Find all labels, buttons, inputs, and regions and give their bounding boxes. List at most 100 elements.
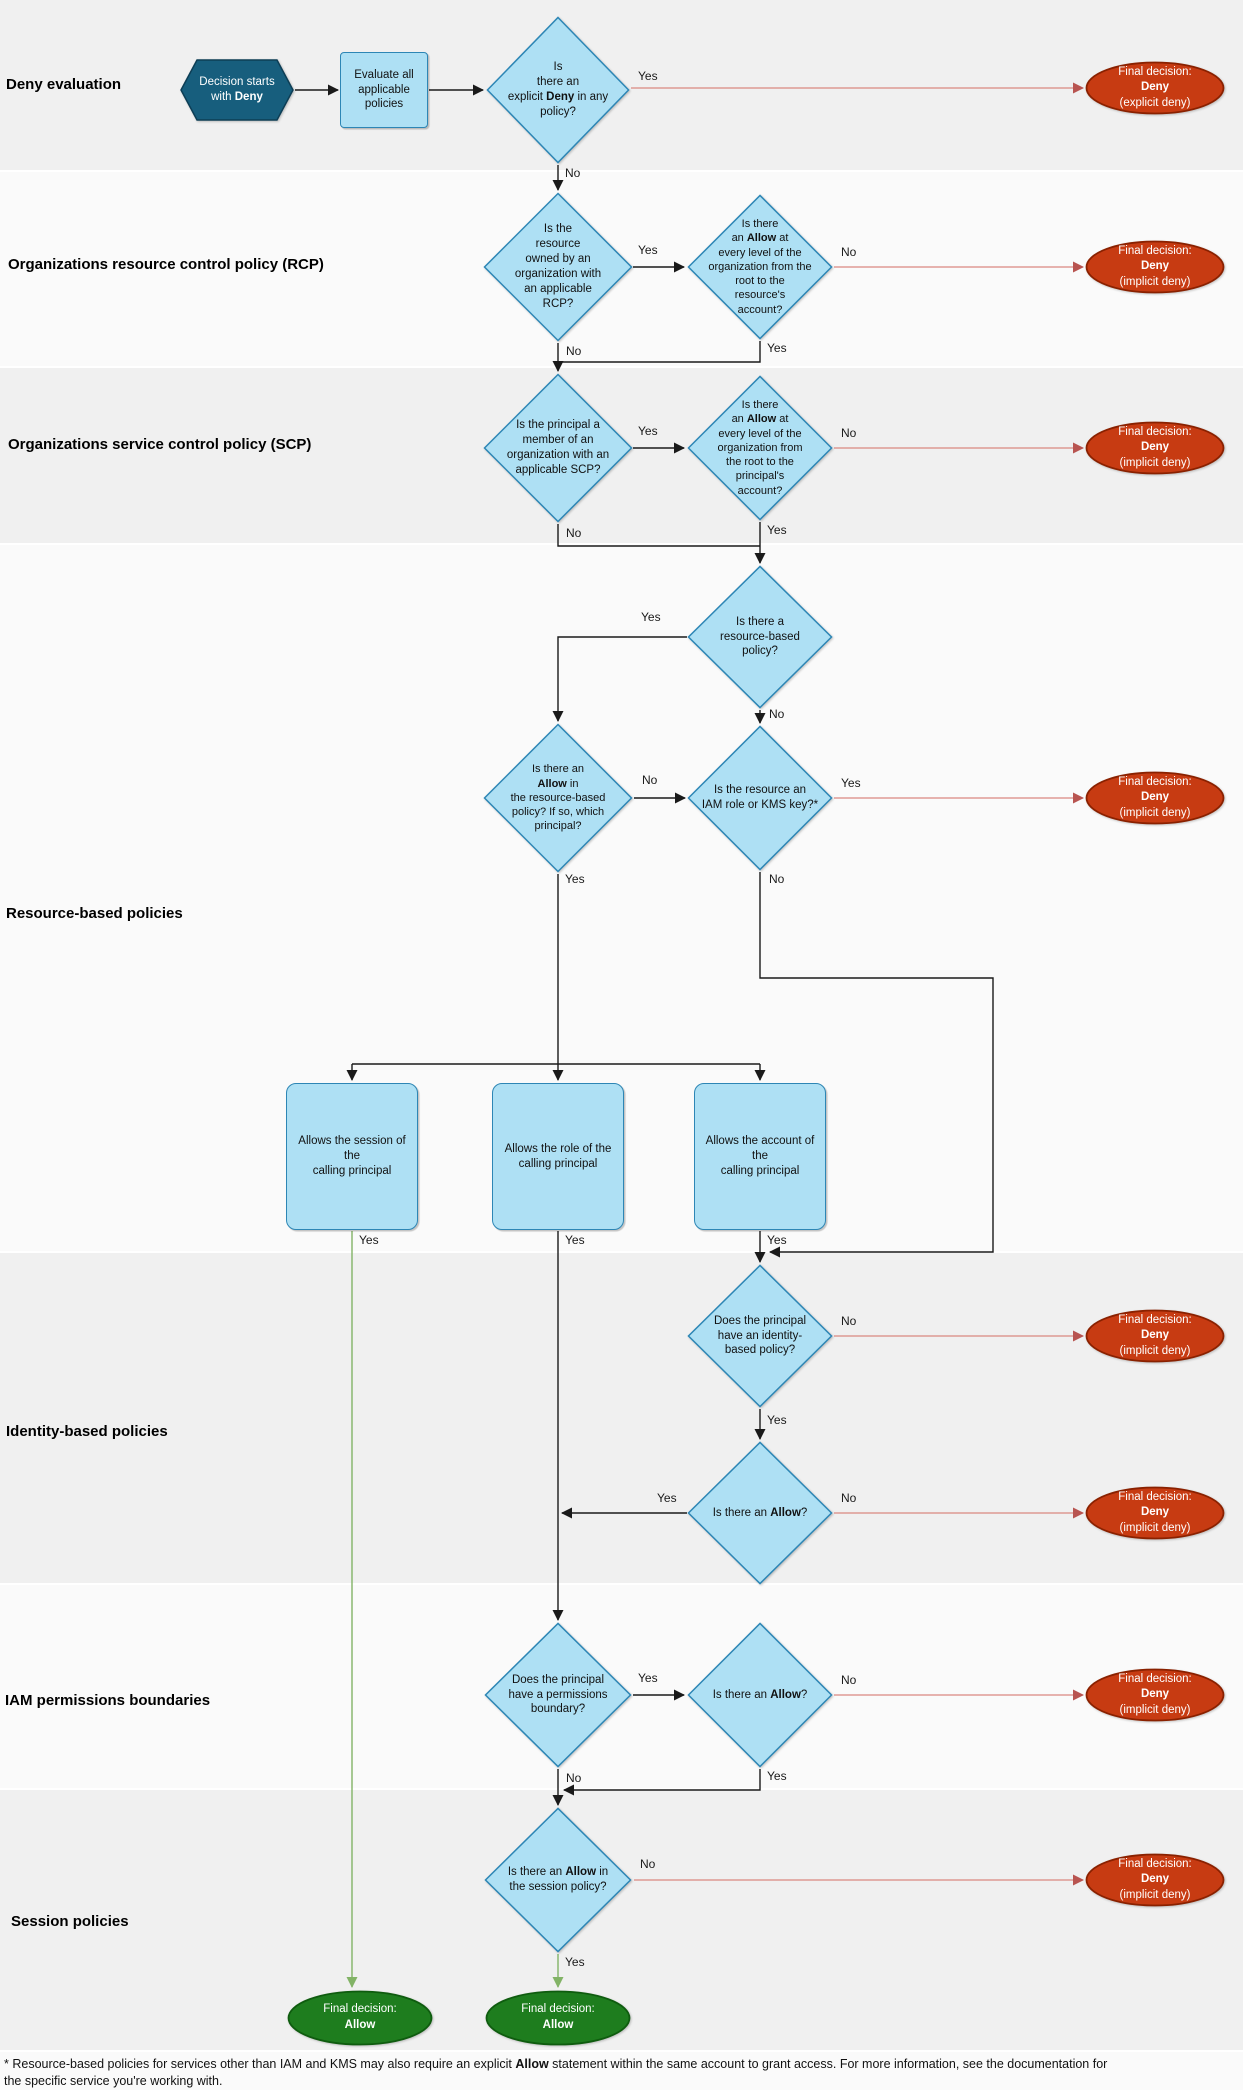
identity-allow-text: Is there an Allow? [712, 1506, 808, 1519]
edge-label-yes: Yes [638, 69, 658, 83]
ellipse-shape [1085, 1309, 1225, 1363]
ellipse-shape [1085, 1486, 1225, 1540]
diamond-shape [687, 375, 833, 521]
edge-label-no: No [566, 1771, 582, 1785]
hexagon-shape [180, 59, 294, 121]
edge-label-no: No [841, 1314, 857, 1328]
edge-label-yes: Yes [638, 243, 658, 257]
permissions-boundary-text: Does the principal have a permissions bo… [508, 1673, 608, 1716]
edge-label-yes: Yes [359, 1233, 379, 1247]
identity-policy-decision: Does the principal have an identity- bas… [687, 1264, 833, 1408]
diamond-shape [484, 1622, 632, 1768]
allows-session-box: Allows the session of the calling princi… [286, 1083, 418, 1230]
final-deny-implicit-oval-session: Final decision:Deny(implicit deny) [1085, 1853, 1225, 1907]
edge-label-no: No [640, 1857, 656, 1871]
edge-label-yes: Yes [638, 1671, 658, 1685]
edge-label-yes: Yes [565, 1955, 585, 1969]
boundary-allow-text: Is there an Allow? [712, 1688, 808, 1701]
section-label-deny-evaluation: Deny evaluation [6, 76, 122, 93]
rcp-applicable-text: Is the resource owned by an organization… [514, 223, 602, 310]
final-allow-oval-left: Final decision:Allow [287, 1990, 433, 2046]
edge-label-no: No [841, 1673, 857, 1687]
final-deny-implicit-text: Final decision:Deny(implicit deny) [1118, 1313, 1192, 1357]
permissions-boundary-decision: Does the principal have a permissions bo… [484, 1622, 632, 1768]
final-deny-implicit-oval-rbp: Final decision:Deny(implicit deny) [1085, 771, 1225, 825]
allows-account-box: Allows the account of the calling princi… [694, 1083, 826, 1230]
rcp-allow-decision: Is there an Allow at every level of the … [687, 194, 833, 340]
iam-kms-text: Is the resource an IAM role or KMS key?* [701, 784, 819, 811]
session-allow-text: Is there an Allow in the session policy? [507, 1866, 609, 1893]
diamond-shape [687, 1622, 833, 1768]
diamond-shape [687, 1441, 833, 1585]
final-deny-implicit-oval-idp: Final decision:Deny(implicit deny) [1085, 1309, 1225, 1363]
diamond-shape [687, 194, 833, 340]
final-deny-implicit-text: Final decision:Deny(implicit deny) [1118, 1857, 1192, 1901]
edge-label-yes: Yes [767, 1233, 787, 1247]
edge-label-yes: Yes [841, 776, 861, 790]
final-deny-implicit-oval-scp: Final decision:Deny(implicit deny) [1085, 421, 1225, 475]
final-deny-implicit-oval-rcp: Final decision:Deny(implicit deny) [1085, 240, 1225, 294]
allows-role-box: Allows the role of the calling principal [492, 1083, 624, 1230]
edge-label-no: No [841, 1491, 857, 1505]
final-deny-implicit-oval-idp-allow: Final decision:Deny(implicit deny) [1085, 1486, 1225, 1540]
edge-label-yes: Yes [767, 1413, 787, 1427]
diamond-shape [484, 1807, 632, 1953]
final-deny-implicit-text: Final decision:Deny(implicit deny) [1118, 244, 1192, 288]
resource-based-policy-text: Is there a resource-based policy? [720, 615, 800, 658]
identity-policy-text: Does the principal have an identity- bas… [713, 1314, 807, 1357]
final-deny-implicit-text: Final decision:Deny(implicit deny) [1118, 1490, 1192, 1534]
ellipse-shape [1085, 771, 1225, 825]
section-label-rcp: Organizations resource control policy (R… [8, 256, 324, 273]
edge-label-no: No [841, 426, 857, 440]
session-allow-decision: Is there an Allow in the session policy? [484, 1807, 632, 1953]
edge-label-yes: Yes [641, 610, 661, 624]
section-label-session-policies: Session policies [11, 1913, 129, 1930]
explicit-deny-decision: Is there an explicit Deny in any policy? [486, 16, 630, 164]
edge-label-yes: Yes [657, 1491, 677, 1505]
final-deny-implicit-oval-pb: Final decision:Deny(implicit deny) [1085, 1668, 1225, 1722]
identity-allow-decision: Is there an Allow? [687, 1441, 833, 1585]
diamond-shape [483, 723, 633, 873]
section-label-resource-based: Resource-based policies [6, 905, 183, 922]
evaluate-policies-node: Evaluate all applicable policies [340, 52, 428, 128]
edge-label-no: No [841, 245, 857, 259]
diamond-shape [687, 1264, 833, 1408]
section-label-scp: Organizations service control policy (SC… [8, 436, 312, 453]
section-label-permissions-boundaries: IAM permissions boundaries [5, 1692, 211, 1709]
footnote: * Resource-based policies for services o… [4, 2057, 1108, 2088]
edge-label-no: No [769, 707, 785, 721]
ellipse-shape [1085, 421, 1225, 475]
allows-session-text: Allows the session of the calling princi… [298, 1135, 406, 1177]
edge-label-no: No [565, 166, 581, 180]
edge-label-no: No [769, 872, 785, 886]
scp-allow-decision: Is there an Allow at every level of the … [687, 375, 833, 521]
diamond-shape [483, 192, 633, 342]
edge-label-no: No [566, 526, 582, 540]
final-deny-explicit-oval: Final decision:Deny(explicit deny) [1085, 61, 1225, 115]
edge-label-no: No [566, 344, 582, 358]
ellipse-shape [287, 1990, 433, 2046]
edge-label-yes: Yes [565, 872, 585, 886]
final-deny-explicit-text: Final decision:Deny(explicit deny) [1118, 65, 1192, 109]
diamond-shape [483, 373, 633, 523]
edge-label-yes: Yes [767, 341, 787, 355]
edge-label-yes: Yes [767, 523, 787, 537]
rcp-allow-text: Is there an Allow at every level of the … [708, 217, 812, 316]
ellipse-shape [1085, 61, 1225, 115]
diamond-shape [687, 565, 833, 709]
start-node: Decision starts with Deny [180, 59, 294, 121]
scp-applicable-text: Is the principal a member of an organiza… [506, 419, 610, 476]
ellipse-shape [1085, 1853, 1225, 1907]
ellipse-shape [485, 1990, 631, 2046]
final-deny-implicit-text: Final decision:Deny(implicit deny) [1118, 425, 1192, 469]
ellipse-shape [1085, 240, 1225, 294]
edge-label-yes: Yes [565, 1233, 585, 1247]
explicit-deny-text: Is there an explicit Deny in any policy? [507, 61, 609, 118]
final-deny-implicit-text: Final decision:Deny(implicit deny) [1118, 1672, 1192, 1716]
band-identity-based [0, 1253, 1243, 1585]
section-label-identity-based: Identity-based policies [6, 1423, 168, 1440]
edge-label-yes: Yes [767, 1769, 787, 1783]
boundary-allow-decision: Is there an Allow? [687, 1622, 833, 1768]
